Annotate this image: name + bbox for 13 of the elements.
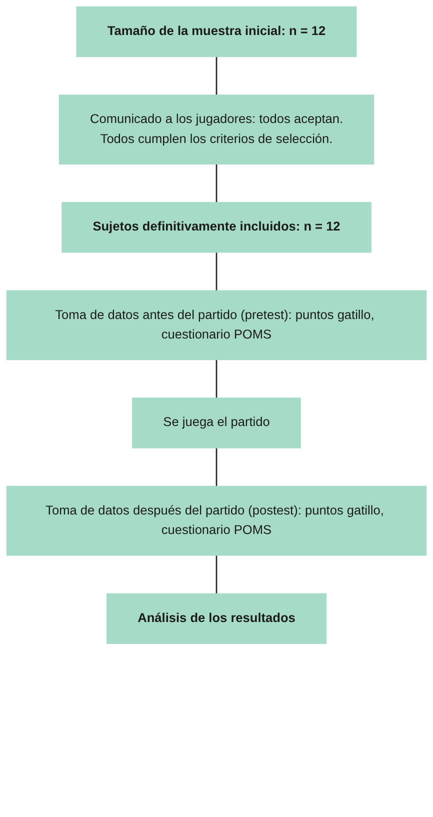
node-box: Toma de datos antes del partido (pretest): puntos gatillo, cuestionario POMS xyxy=(6,290,427,360)
node-box: Sujetos definitivamente incluidos: n = 12 xyxy=(62,202,372,253)
connector xyxy=(216,555,218,594)
node-box: Toma de datos después del partido (postest): puntos gatillo, cuestionario POMS xyxy=(6,486,427,556)
connector xyxy=(216,360,218,398)
node-box: Tamaño de la muestra inicial: n = 12 xyxy=(76,6,357,58)
node-box: Se juega el partido xyxy=(132,398,301,448)
node-box: Análisis de los resultados xyxy=(106,593,326,644)
connector xyxy=(216,252,218,291)
connector xyxy=(216,164,218,202)
node-box: Comunicado a los jugadores: todos aceptan. Todos cumplen los criterios de selección. xyxy=(58,94,374,164)
connector xyxy=(216,56,218,96)
connector xyxy=(216,448,218,486)
